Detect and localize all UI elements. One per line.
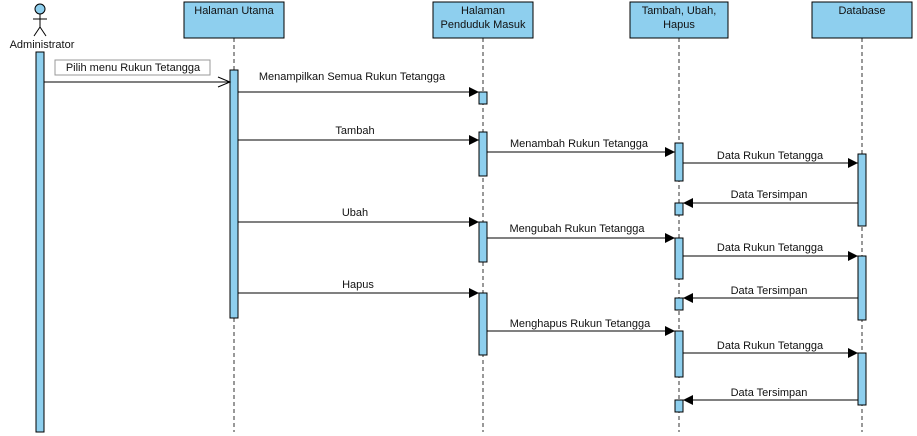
activation-tambah-5	[674, 330, 684, 378]
activation-tambah-4	[674, 297, 684, 311]
activation-penduduk-2	[478, 131, 488, 177]
message-data-tersimpan-3: Data Tersimpan	[683, 387, 858, 405]
message-label: Tambah	[335, 125, 374, 137]
activation-penduduk-1	[478, 91, 488, 105]
participant-label: Database	[838, 5, 885, 17]
activation-penduduk-4	[478, 292, 488, 356]
activation-tambah-3	[674, 237, 684, 280]
message-label: Ubah	[342, 207, 368, 219]
activation-database-2	[857, 255, 867, 321]
activation-tambah-6	[674, 399, 684, 413]
activation-halaman-utama	[229, 69, 239, 319]
participant-halaman-utama: Halaman Utama	[183, 1, 285, 39]
message-menghapus: Menghapus Rukun Tetangga	[487, 318, 675, 336]
message-label: Data Rukun Tetangga	[717, 340, 824, 352]
message-label: Data Tersimpan	[731, 285, 808, 297]
activation-database-3	[857, 352, 867, 406]
message-data-tersimpan-2: Data Tersimpan	[683, 285, 858, 303]
participant-label-line-1: Halaman	[461, 5, 505, 17]
participant-label: Halaman Utama	[194, 5, 274, 17]
message-label: Menampilkan Semua Rukun Tetangga	[259, 71, 446, 83]
activation-penduduk-3	[478, 221, 488, 263]
activation-tambah-1	[674, 142, 684, 182]
message-hapus: Hapus	[238, 279, 479, 298]
message-data-tersimpan-1: Data Tersimpan	[683, 189, 858, 208]
participant-label-line-2: Hapus	[663, 19, 695, 31]
message-label: Data Rukun Tetangga	[717, 242, 824, 254]
message-label: Hapus	[342, 279, 374, 291]
activation-tambah-2	[674, 202, 684, 216]
actor-administrator: Administrator	[10, 3, 75, 51]
participant-database: Database	[811, 1, 913, 39]
message-label: Menambah Rukun Tetangga	[510, 138, 649, 150]
message-data-rukun-2: Data Rukun Tetangga	[683, 242, 858, 261]
actor-label: Administrator	[10, 39, 75, 51]
message-tambah: Tambah	[238, 125, 479, 145]
activations	[35, 51, 867, 433]
message-label: Data Tersimpan	[731, 189, 808, 201]
message-label: Data Rukun Tetangga	[717, 150, 824, 162]
stick-figure-icon	[33, 3, 47, 37]
message-label: Mengubah Rukun Tetangga	[510, 223, 646, 235]
message-mengubah: Mengubah Rukun Tetangga	[487, 223, 675, 243]
participant-label-line-2: Penduduk Masuk	[441, 19, 526, 31]
participant-halaman-penduduk-masuk: Halaman Penduduk Masuk	[432, 1, 534, 39]
message-pilih-menu: Pilih menu Rukun Tetangga	[44, 59, 232, 88]
message-data-rukun-3: Data Rukun Tetangga	[683, 340, 858, 358]
participant-label-line-1: Tambah, Ubah,	[642, 5, 717, 17]
message-label: Pilih menu Rukun Tetangga	[66, 62, 201, 74]
message-menampilkan: Menampilkan Semua Rukun Tetangga	[238, 71, 479, 97]
message-data-rukun-1: Data Rukun Tetangga	[683, 150, 858, 168]
participant-tambah-ubah-hapus: Tambah, Ubah, Hapus	[629, 1, 729, 39]
activation-database-1	[857, 153, 867, 227]
message-menambah: Menambah Rukun Tetangga	[487, 138, 675, 157]
activation-administrator	[35, 51, 45, 433]
message-label-box	[54, 59, 211, 76]
message-label: Menghapus Rukun Tetangga	[510, 318, 651, 330]
message-label: Data Tersimpan	[731, 387, 808, 399]
message-ubah: Ubah	[238, 207, 479, 227]
